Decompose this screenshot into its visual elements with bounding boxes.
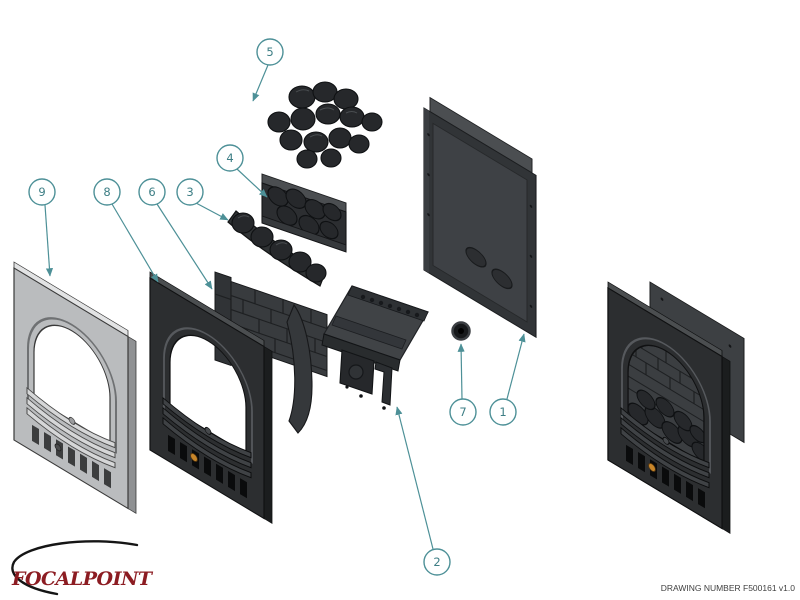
callout-5-number: 5 (266, 45, 273, 59)
part-cast-frame-grey (13, 261, 137, 514)
callout-2: 2 (423, 548, 451, 576)
callouts: 9 8 6 3 4 5 7 1 (28, 38, 517, 576)
part-loose-coals (267, 81, 383, 169)
callout-8-number: 8 (103, 185, 110, 199)
part-brick-liner (214, 271, 328, 434)
callout-1: 1 (489, 398, 517, 426)
drawing-number: DRAWING NUMBER F500161 v1.0 (661, 583, 796, 593)
logo-text: FOCALPOINT (11, 568, 154, 590)
callout-9: 9 (28, 178, 56, 206)
logo: FOCALPOINT (11, 540, 154, 596)
callout-6: 6 (138, 178, 166, 206)
part-engine-assembly (321, 285, 429, 410)
part-front-coal-strip (227, 210, 327, 287)
callout-7: 7 (449, 398, 477, 426)
callout-1-number: 1 (499, 405, 506, 419)
leader-line-2 (395, 406, 434, 550)
callout-3-number: 3 (186, 185, 193, 199)
callout-3: 3 (176, 178, 204, 206)
leader-line-8 (111, 203, 159, 283)
part-coal-tray (261, 173, 347, 253)
part-cast-frame-black (149, 271, 273, 524)
leader-lines (44, 64, 526, 550)
part-control-knob (451, 321, 471, 341)
callout-9-number: 9 (38, 185, 45, 199)
leader-line-1 (506, 333, 526, 400)
callout-4-number: 4 (226, 151, 233, 165)
leader-line-9 (44, 204, 54, 277)
callout-7-number: 7 (459, 405, 466, 419)
part-firebox (423, 96, 537, 339)
leader-line-3 (195, 202, 229, 221)
callout-6-number: 6 (148, 185, 155, 199)
callout-4: 4 (216, 144, 244, 172)
callout-8: 8 (93, 178, 121, 206)
part-assembled-fire (607, 281, 745, 534)
callout-5: 5 (256, 38, 284, 66)
logo-swoosh (11, 540, 139, 596)
leader-line-4 (236, 168, 268, 198)
callout-2-number: 2 (433, 555, 440, 569)
leader-line-5 (252, 64, 269, 102)
leader-line-7 (457, 343, 465, 400)
leader-line-6 (156, 203, 213, 290)
